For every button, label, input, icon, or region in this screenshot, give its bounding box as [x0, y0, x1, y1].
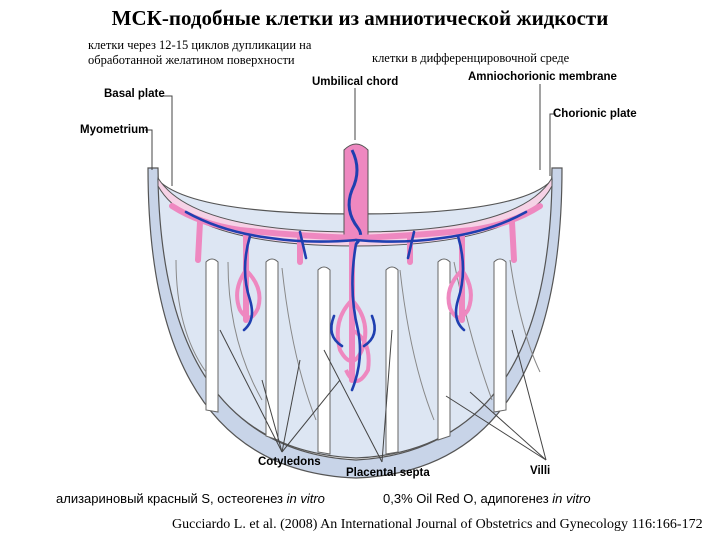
subtitle-right: клетки в дифференцировочной среде [372, 51, 570, 65]
caption-right-italic: in vitro [552, 491, 591, 506]
page-title: МСК-подобные клетки из амниотической жид… [111, 6, 609, 30]
pointer-lines [145, 84, 556, 463]
caption-right: 0,3% Oil Red O, адипогенез in vitro [383, 491, 591, 506]
caption-left-text: ализариновый красный S, остеогенез [56, 491, 287, 506]
label-basal-plate: Basal plate [104, 88, 165, 100]
arterial-branches [169, 203, 543, 383]
placental-septa [205, 258, 507, 455]
label-chorionic-plate: Chorionic plate [553, 108, 637, 120]
caption-left-italic: in vitro [286, 491, 325, 506]
label-placental-septa: Placental septa [346, 467, 430, 479]
label-cotyledons: Cotyledons [258, 456, 321, 468]
citation: Gucciardo L. et al. (2008) An Internatio… [172, 517, 703, 532]
cotyledon-outlines [175, 259, 541, 421]
label-villi: Villi [530, 465, 550, 477]
arterial-villi-loops [235, 268, 473, 383]
label-umbilical-chord: Umbilical chord [312, 76, 398, 88]
caption-left: ализариновый красный S, остеогенез in vi… [56, 491, 325, 506]
label-myometrium: Myometrium [80, 124, 148, 136]
label-amniochorionic-membrane: Amniochorionic membrane [468, 71, 617, 83]
caption-right-text: 0,3% Oil Red O, адипогенез [383, 491, 553, 506]
subtitle-left: клетки через 12-15 циклов дупликации на … [88, 38, 312, 67]
venous-branches [184, 210, 528, 392]
